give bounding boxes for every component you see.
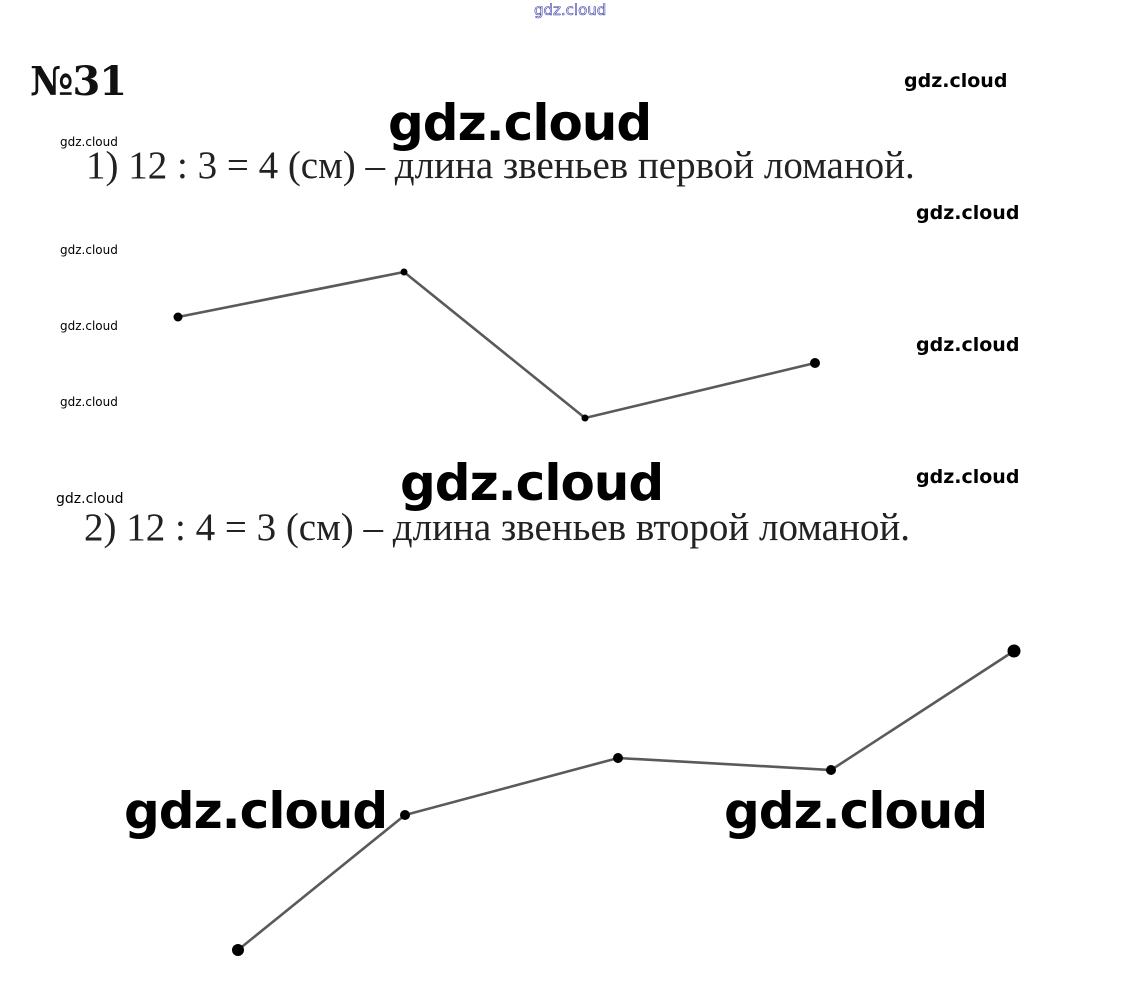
- watermark: gdz.cloud: [388, 94, 652, 152]
- task-number: №31: [30, 58, 127, 105]
- second-polyline-vertex: [400, 810, 410, 820]
- first-polyline-vertex: [810, 358, 820, 368]
- watermark: gdz.cloud: [60, 319, 118, 333]
- watermark: gdz.cloud: [56, 491, 124, 507]
- watermark: gdz.cloud: [916, 334, 1020, 356]
- watermark: gdz.cloud: [60, 135, 118, 149]
- watermark: gdz.cloud: [916, 466, 1020, 488]
- solution-step-2: 2) 12 : 4 = 3 (см) – длина звеньев второ…: [84, 506, 910, 549]
- watermark: gdz.cloud: [60, 395, 118, 409]
- second-polyline-vertex: [613, 753, 623, 763]
- watermark-top: gdz.cloud: [534, 1, 607, 19]
- first-polyline-vertex: [581, 414, 589, 422]
- second-polyline-vertex: [232, 944, 244, 956]
- watermark: gdz.cloud: [916, 202, 1020, 224]
- watermark: gdz.cloud: [724, 782, 988, 840]
- first-polyline: [173, 268, 820, 422]
- watermark: gdz.cloud: [400, 454, 664, 512]
- second-polyline-vertex: [1007, 644, 1021, 658]
- first-polyline-vertex: [400, 268, 408, 276]
- first-polyline-segments: [177, 270, 816, 420]
- watermark: gdz.cloud: [124, 782, 388, 840]
- watermark: gdz.cloud: [60, 243, 118, 257]
- second-polyline: [232, 644, 1021, 956]
- watermark: gdz.cloud: [904, 70, 1008, 92]
- second-polyline-vertex: [826, 765, 836, 775]
- first-polyline-vertex: [173, 312, 183, 322]
- solution-step-1: 1) 12 : 3 = 4 (см) – длина звеньев перво…: [86, 144, 915, 187]
